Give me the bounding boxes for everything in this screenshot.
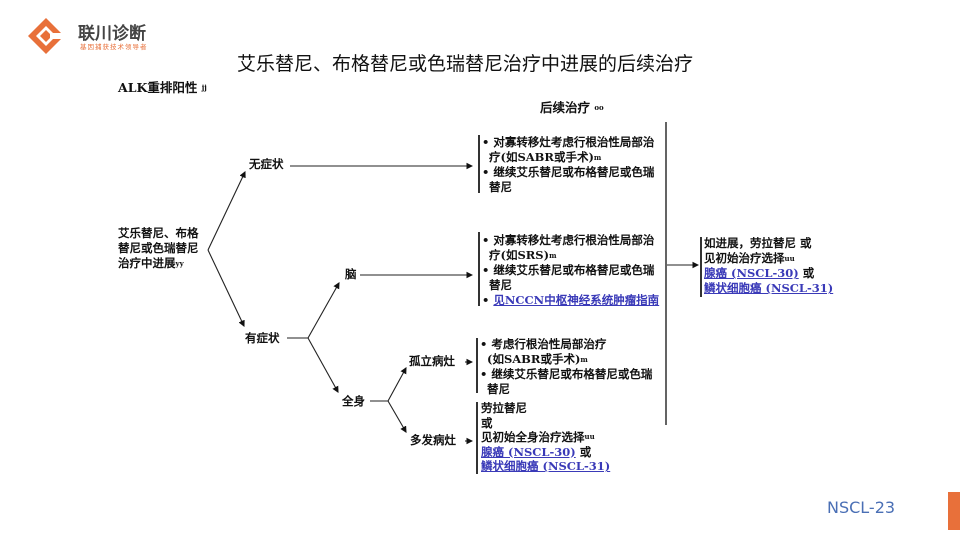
logo-name: 联川诊断 bbox=[78, 24, 146, 44]
box-line: 劳拉替尼 bbox=[481, 401, 527, 415]
node-systemic: 全身 bbox=[342, 394, 365, 408]
logo-tagline: 基因捕获技术领导者 bbox=[80, 43, 148, 51]
box-line: 见初始全身治疗选择 bbox=[481, 430, 585, 444]
box-line: 如进展，劳拉替尼 或 bbox=[704, 236, 812, 250]
box-line: • 对寡转移灶考虑行根治性局部治 bbox=[482, 233, 655, 247]
box-line: • 继续艾乐替尼或布格替尼或色瑞 bbox=[482, 165, 655, 179]
squamous-cell-link[interactable]: 鳞状细胞癌 (NSCL-31) bbox=[704, 281, 834, 295]
node-symptomatic: 有症状 bbox=[245, 331, 280, 345]
adenocarcinoma-link[interactable]: 腺癌 (NSCL-30) bbox=[704, 266, 799, 280]
box-brain: • 对寡转移灶考虑行根治性局部治 疗(如SRS)m • 继续艾乐替尼或布格替尼或… bbox=[482, 233, 660, 307]
box-line: • 继续艾乐替尼或布格替尼或色瑞 bbox=[480, 367, 653, 381]
box-final: 如进展，劳拉替尼 或 见初始治疗选择uu 腺癌 (NSCL-30) 或 鳞状细胞… bbox=[704, 236, 833, 296]
box-line: • 考虑行根治性局部治疗 bbox=[480, 337, 607, 351]
box-line: 替尼 bbox=[489, 278, 512, 292]
box-line: 疗(如SRS) bbox=[489, 248, 550, 262]
footnote: uu bbox=[584, 432, 595, 441]
box-line: 见初始治疗选择 bbox=[704, 251, 785, 265]
or-text: 或 bbox=[798, 266, 815, 280]
footnote: jj bbox=[201, 83, 207, 92]
footnote: oo bbox=[594, 103, 604, 112]
box-line: • 继续艾乐替尼或布格替尼或色瑞 bbox=[482, 263, 655, 277]
or-text: 或 bbox=[575, 444, 592, 459]
node-asymptomatic: 无症状 bbox=[249, 157, 284, 171]
page-title: 艾乐替尼、布格替尼或色瑞替尼治疗中进展的后续治疗 bbox=[236, 53, 693, 75]
header-left-label: ALK重排阳性 bbox=[118, 80, 198, 95]
header-right-label: 后续治疗 bbox=[540, 100, 591, 115]
nccn-cns-guideline-link[interactable]: 见NCCN中枢神经系统肿瘤指南 bbox=[493, 293, 660, 307]
box-isolated: • 考虑行根治性局部治疗 (如SABR或手术)m • 继续艾乐替尼或布格替尼或色… bbox=[480, 337, 652, 397]
box-multiple: 劳拉替尼 或 见初始全身治疗选择uu 腺癌 (NSCL-30) 或 鳞状细胞癌 … bbox=[481, 401, 610, 474]
header-left: ALK重排阳性 jj bbox=[118, 80, 207, 95]
box-divider bbox=[476, 338, 478, 393]
box-line: (如SABR或手术) bbox=[487, 352, 581, 366]
footnote: uu bbox=[784, 254, 795, 263]
node-multiple: 多发病灶 bbox=[410, 433, 456, 447]
footnote: yy bbox=[175, 259, 184, 268]
node-isolated: 孤立病灶 bbox=[409, 354, 455, 368]
page-code: NSCL-23 bbox=[827, 498, 896, 517]
footnote: m bbox=[580, 355, 588, 364]
box-line: • 对寡转移灶考虑行根治性局部治 bbox=[482, 135, 655, 149]
box-line: 替尼 bbox=[489, 180, 512, 194]
box-divider bbox=[478, 135, 480, 193]
adenocarcinoma-link[interactable]: 腺癌 (NSCL-30) bbox=[481, 444, 576, 459]
start-node: 艾乐替尼、布格 替尼或色瑞替尼 治疗中进展yy bbox=[118, 226, 199, 271]
box-divider bbox=[700, 237, 702, 297]
footnote: m bbox=[593, 153, 602, 162]
logo-icon bbox=[28, 18, 72, 54]
box-asymptomatic: • 对寡转移灶考虑行根治性局部治 疗(如SABR或手术)m • 继续艾乐替尼或布… bbox=[482, 135, 654, 195]
start-line: 替尼或色瑞替尼 bbox=[118, 241, 199, 255]
node-brain: 脑 bbox=[345, 267, 357, 281]
box-line: 替尼 bbox=[487, 382, 510, 396]
box-line: 疗(如SABR或手术) bbox=[489, 150, 594, 164]
box-divider bbox=[478, 232, 480, 306]
accent-bar bbox=[948, 492, 960, 530]
start-line: 艾乐替尼、布格 bbox=[118, 226, 199, 240]
squamous-cell-link[interactable]: 鳞状细胞癌 (NSCL-31) bbox=[481, 459, 611, 473]
box-line: 或 bbox=[481, 415, 493, 430]
footnote: m bbox=[549, 251, 557, 260]
start-line: 治疗中进展 bbox=[118, 256, 176, 270]
box-divider bbox=[476, 402, 478, 474]
header-right: 后续治疗 oo bbox=[540, 100, 604, 115]
